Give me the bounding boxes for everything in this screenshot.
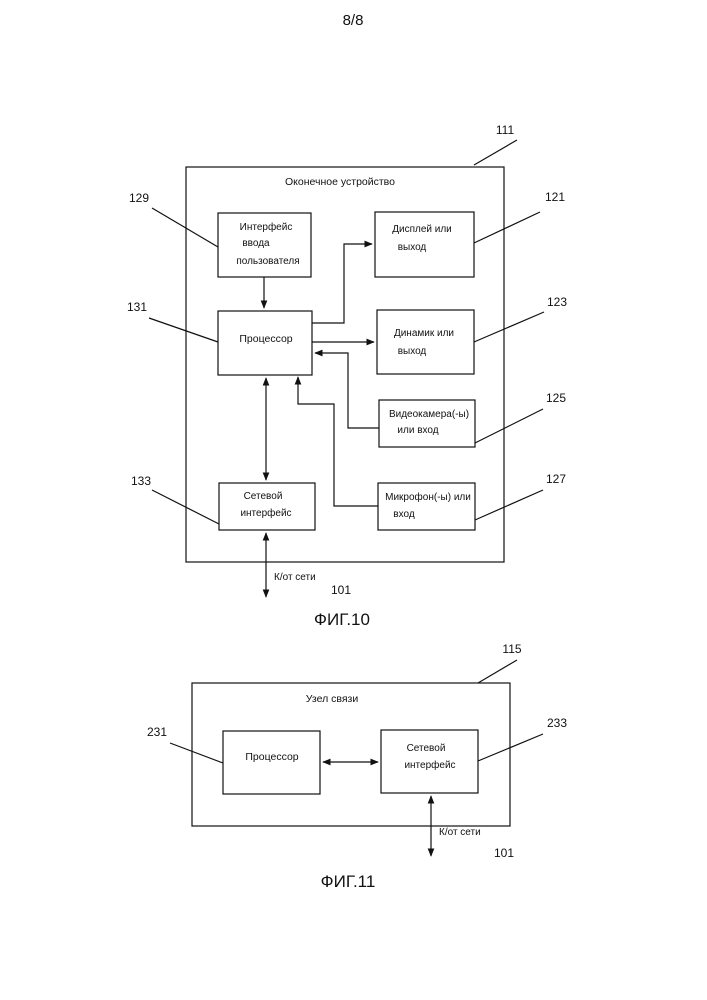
leader-121 xyxy=(474,212,540,243)
camera-label-1: Видеокамера(-ы) xyxy=(389,409,469,420)
user-input-interface-label-3: пользователя xyxy=(236,256,299,267)
leader-231 xyxy=(170,743,223,763)
leader-115 xyxy=(478,660,517,683)
leader-131 xyxy=(149,318,218,342)
arrow-processor-to-display xyxy=(312,244,372,323)
ref-111: 111 xyxy=(496,123,515,137)
leader-125 xyxy=(475,409,543,443)
camera-label-2: или вход xyxy=(397,425,438,436)
ref-123: 123 xyxy=(547,295,567,309)
ref-231: 231 xyxy=(147,725,167,739)
arrow-microphone-to-processor xyxy=(298,377,378,506)
camera-box xyxy=(379,400,475,447)
ref-127: 127 xyxy=(546,472,566,486)
microphone-box xyxy=(378,483,475,530)
ref-125: 125 xyxy=(546,391,566,405)
network-label: К/от сети xyxy=(274,572,316,583)
ref-115: 115 xyxy=(502,642,521,656)
network-interface-label-1: Сетевой xyxy=(244,491,283,502)
leader-123 xyxy=(474,312,544,342)
leader-127 xyxy=(475,490,543,520)
speaker-box xyxy=(377,310,474,374)
fig11-network-interface-label-2: интерфейс xyxy=(404,759,455,771)
network-interface-label-2: интерфейс xyxy=(240,507,291,519)
ref-101: 101 xyxy=(331,583,351,597)
fig11-network-interface-label-1: Сетевой xyxy=(407,743,446,754)
ref-233: 233 xyxy=(547,716,567,730)
communication-node-title: Узел связи xyxy=(306,693,359,705)
processor-label: Процессор xyxy=(239,333,292,345)
figure-11-caption: ФИГ.11 xyxy=(321,872,376,891)
leader-111 xyxy=(474,140,517,165)
user-input-interface-label-1: Интерфейс xyxy=(240,221,293,233)
fig11-network-label: К/от сети xyxy=(439,827,481,838)
display-label-1: Дисплей или xyxy=(392,224,452,235)
arrow-camera-to-processor xyxy=(315,353,379,428)
fig11-processor-label: Процессор xyxy=(245,751,298,763)
display-label-2: выход xyxy=(398,242,427,253)
fig11-ref-101: 101 xyxy=(494,846,514,860)
speaker-label-2: выход xyxy=(398,346,427,357)
microphone-label-2: вход xyxy=(393,509,415,520)
page-number: 8/8 xyxy=(343,12,364,29)
user-input-interface-label-2: ввода xyxy=(242,238,270,249)
figure-10-caption: ФИГ.10 xyxy=(314,610,370,629)
ref-121: 121 xyxy=(545,190,565,204)
speaker-label-1: Динамик или xyxy=(394,328,454,339)
microphone-label-1: Микрофон(-ы) или xyxy=(385,491,471,503)
leader-129 xyxy=(152,208,218,247)
ref-133: 133 xyxy=(131,474,151,488)
ref-129: 129 xyxy=(129,191,149,205)
terminal-device-title: Оконечное устройство xyxy=(285,176,395,188)
fig10-diagram: Оконечное устройство 111 Интерфейс ввода… xyxy=(127,123,567,629)
ref-131: 131 xyxy=(127,300,147,314)
fig11-diagram: Узел связи 115 Процессор 231 Сетевой инт… xyxy=(147,642,567,891)
